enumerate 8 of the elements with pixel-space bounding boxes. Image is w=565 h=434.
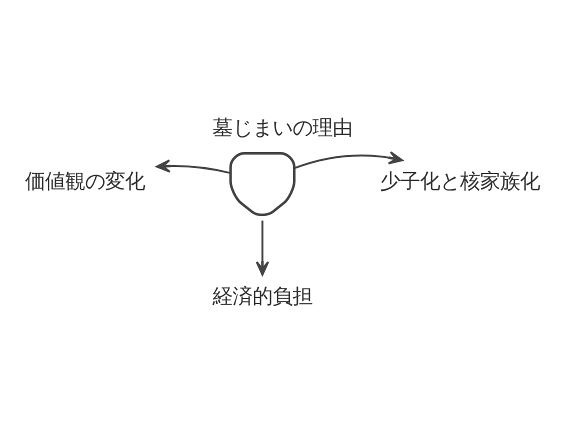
arrow <box>156 159 230 174</box>
node-text: 価値観の変化 <box>25 169 146 194</box>
node-text: 少子化と核家族化 <box>380 169 540 194</box>
arrow <box>256 220 270 276</box>
node-pin <box>229 152 296 216</box>
arrow <box>294 151 404 170</box>
node-text: 経済的負担 <box>212 284 312 308</box>
diagram-title: 墓じまいの理由 <box>212 116 352 140</box>
